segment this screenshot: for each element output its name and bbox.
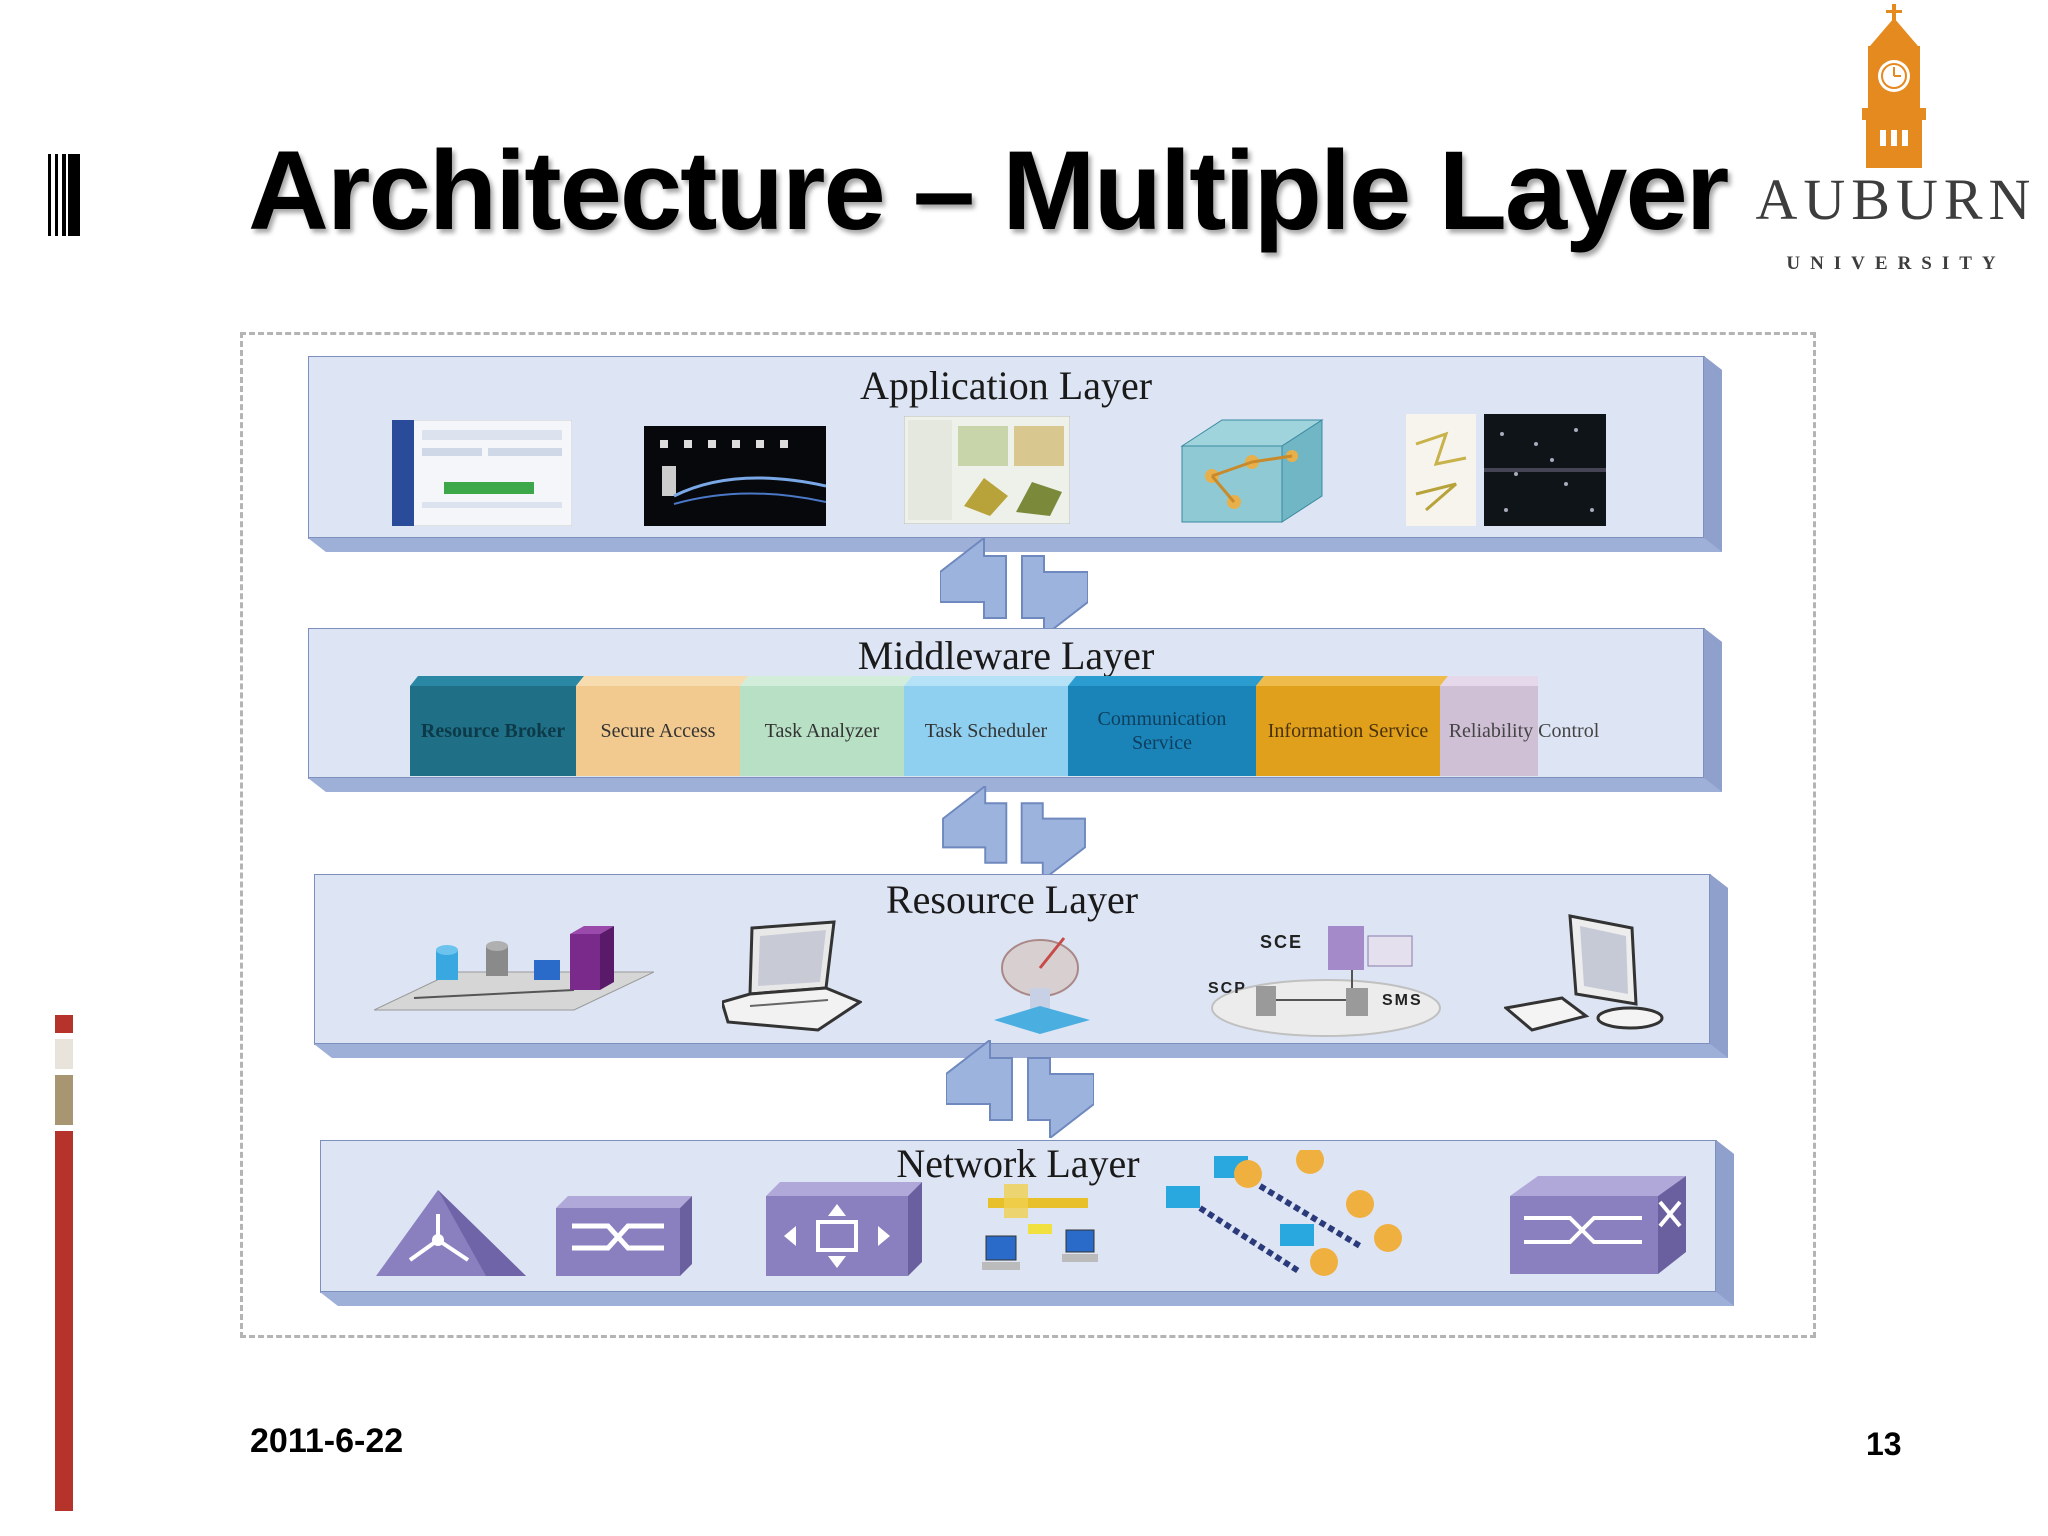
slide-title: Architecture – Multiple Layer	[248, 128, 1729, 253]
middleware-component-label: Task Analyzer	[764, 720, 880, 742]
cad-screenshot-icon	[904, 416, 1070, 524]
sms-label: SMS	[1382, 992, 1423, 1009]
middleware-components	[410, 676, 1538, 776]
slide-page-number: 13	[1866, 1426, 1902, 1462]
architecture-diagram	[240, 332, 1816, 1338]
middleware-component-label: Reliability Control	[1448, 720, 1600, 742]
bidirectional-arrow-icon	[940, 538, 1088, 636]
bidirectional-arrow-icon	[946, 1040, 1094, 1138]
storage-cluster-icon	[374, 926, 654, 1011]
optical-network-icon	[1166, 1150, 1402, 1276]
middleware-component-label: Task Scheduler	[924, 720, 1048, 742]
resource-broker-block	[410, 676, 584, 776]
router-pyramid-icon	[376, 1190, 526, 1276]
communication-service-block	[1068, 676, 1264, 776]
logo-wordmark: AUBURN	[1755, 167, 2037, 232]
laptop-icon	[722, 920, 862, 1032]
task-scheduler-block	[904, 676, 1076, 776]
atm-switch-icon	[1510, 1176, 1686, 1274]
network-hosts-icon	[982, 1184, 1098, 1270]
slide-corner-mark	[48, 154, 80, 236]
data-analysis-screenshot-icon	[1406, 414, 1606, 526]
reliability-control-block	[1440, 676, 1538, 776]
core-router-icon	[766, 1182, 922, 1276]
switch-icon	[556, 1196, 692, 1276]
task-analyzer-block	[740, 676, 912, 776]
layer-title: Network Layer	[896, 1141, 1140, 1186]
application-layer: Application Layer	[308, 356, 1722, 556]
middleware-component-label: Information Service	[1267, 720, 1429, 742]
sce-label: SCE	[1260, 932, 1304, 952]
university-logo	[1862, 4, 1926, 168]
satellite-dish-icon	[994, 937, 1090, 1034]
middleware-layer: Middleware Layer	[308, 628, 1722, 794]
slide-side-bar	[55, 1015, 73, 1511]
middleware-component-label: Resource Broker	[420, 720, 566, 742]
middleware-component-label: Secure Access	[600, 720, 716, 742]
layer-title: Application Layer	[859, 363, 1153, 408]
layer-title: Middleware Layer	[857, 633, 1155, 678]
network-layer: Network Layer	[320, 1140, 1734, 1308]
desktop-computer-icon	[1504, 914, 1664, 1032]
visualization-screenshot-icon	[644, 426, 826, 526]
bidirectional-arrow-icon	[942, 786, 1086, 880]
resource-layer: Resource Layer SCE SCP SMS	[314, 874, 1728, 1060]
layer-title: Resource Layer	[885, 877, 1139, 922]
scp-label: SCP	[1208, 980, 1247, 997]
application-screenshot-icon	[392, 420, 572, 526]
network-switch-system-icon	[1211, 926, 1441, 1037]
information-service-block	[1256, 676, 1448, 776]
logo-subtitle: UNIVERSITY	[1786, 253, 2006, 274]
secure-access-block	[576, 676, 748, 776]
middleware-component-label: Communication Service	[1097, 708, 1227, 754]
molecule-model-icon	[1180, 419, 1324, 523]
slide-date: 2011-6-22	[250, 1422, 404, 1460]
